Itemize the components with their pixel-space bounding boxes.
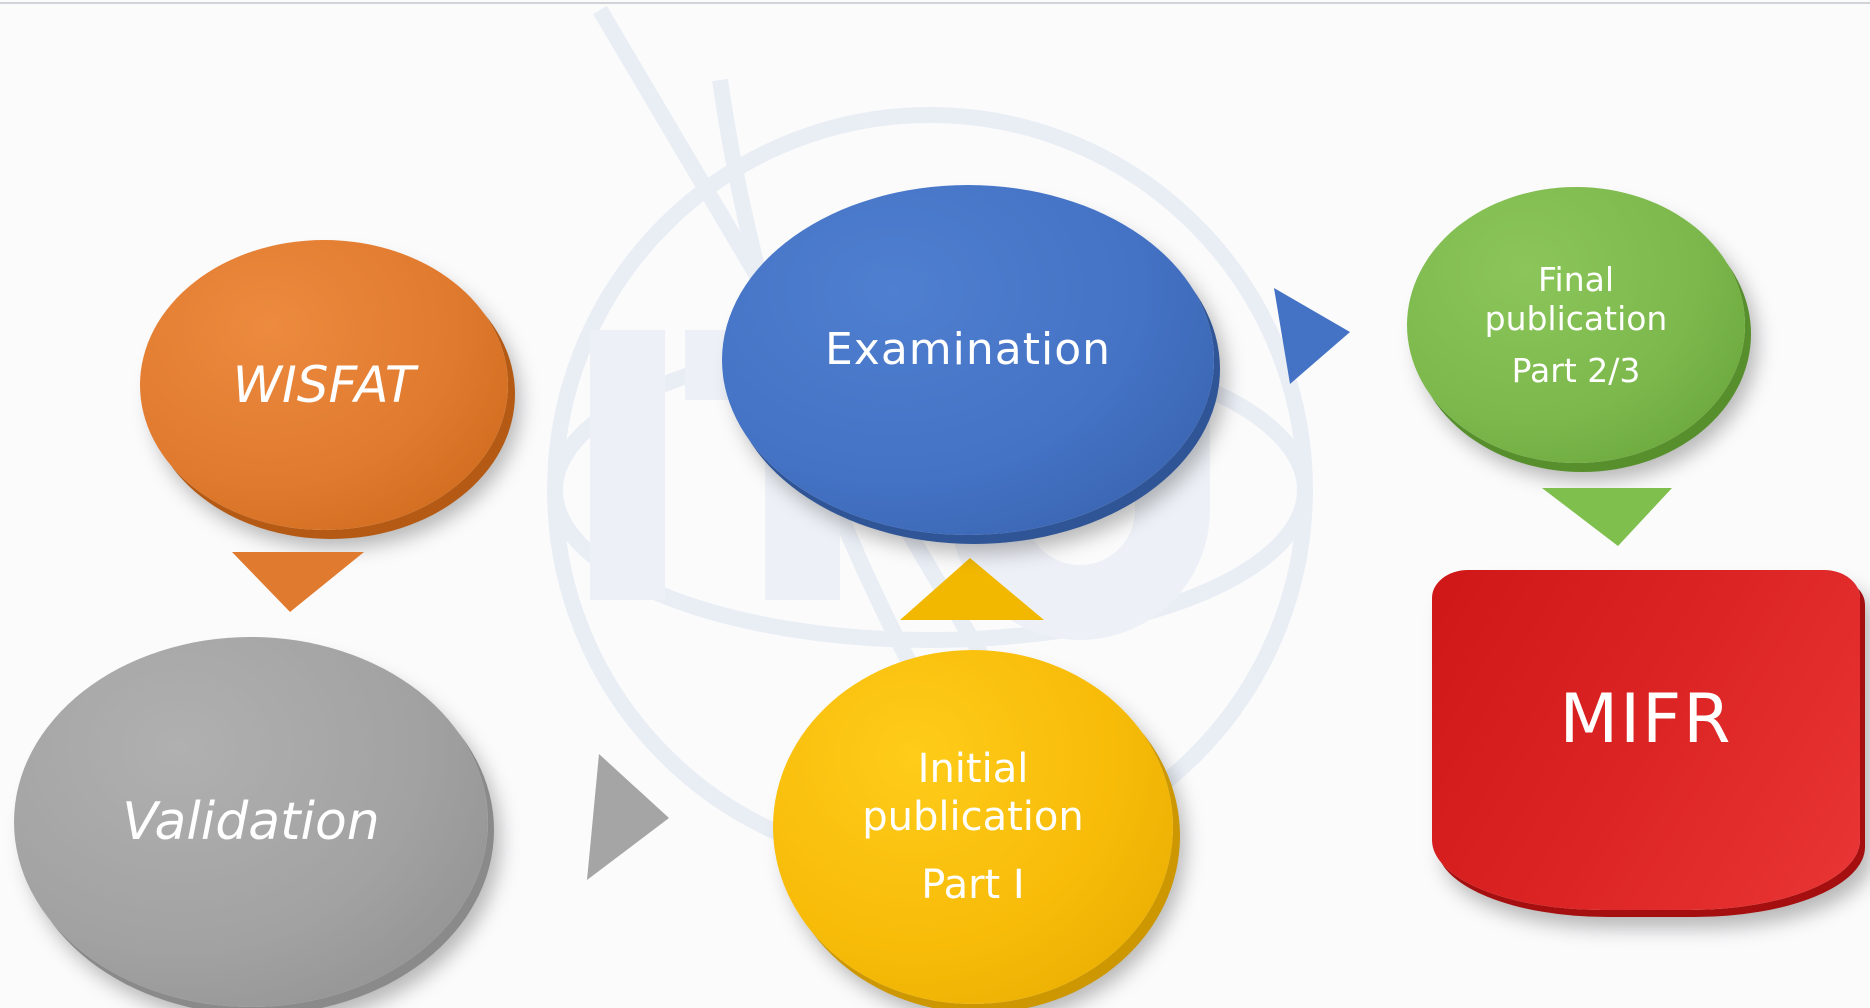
arrow-initial-to-examination-shape	[900, 558, 1044, 620]
node-validation: Validation	[14, 637, 488, 1007]
examination-label: Examination	[824, 323, 1112, 375]
final-line-3: Part 2/3	[1511, 350, 1641, 390]
final-line-1: Final	[1537, 259, 1615, 299]
mifr-label: MIFR	[1559, 680, 1733, 760]
initial-line-2: publication	[862, 794, 1084, 840]
arrow-final-to-mifr-shape	[1542, 488, 1672, 546]
node-examination: Examination	[722, 185, 1214, 535]
arrow-wisfat-to-validation-shape	[232, 552, 364, 612]
final-line-2: publication	[1484, 299, 1668, 339]
validation-label: Validation	[122, 791, 380, 852]
arrow-wisfat-to-validation	[232, 552, 364, 612]
arrow-final-to-mifr	[1542, 488, 1672, 546]
arrow-validation-to-initial-shape	[587, 754, 669, 880]
initial-line-3: Part I	[921, 862, 1025, 908]
node-wisfat: WISFAT	[140, 240, 508, 530]
initial-line-1: Initial	[917, 746, 1029, 792]
arrow-validation-to-initial	[587, 754, 669, 880]
node-final-publication: Final publication Part 2/3	[1407, 187, 1745, 463]
arrow-examination-to-final-shape	[1274, 288, 1350, 384]
wisfat-label: WISFAT	[232, 356, 416, 414]
node-initial-publication: Initial publication Part I	[773, 650, 1173, 1004]
arrow-examination-to-final	[1274, 288, 1350, 384]
top-divider	[0, 2, 1870, 4]
arrow-initial-to-examination	[900, 558, 1044, 620]
node-mifr: MIFR	[1432, 570, 1860, 910]
